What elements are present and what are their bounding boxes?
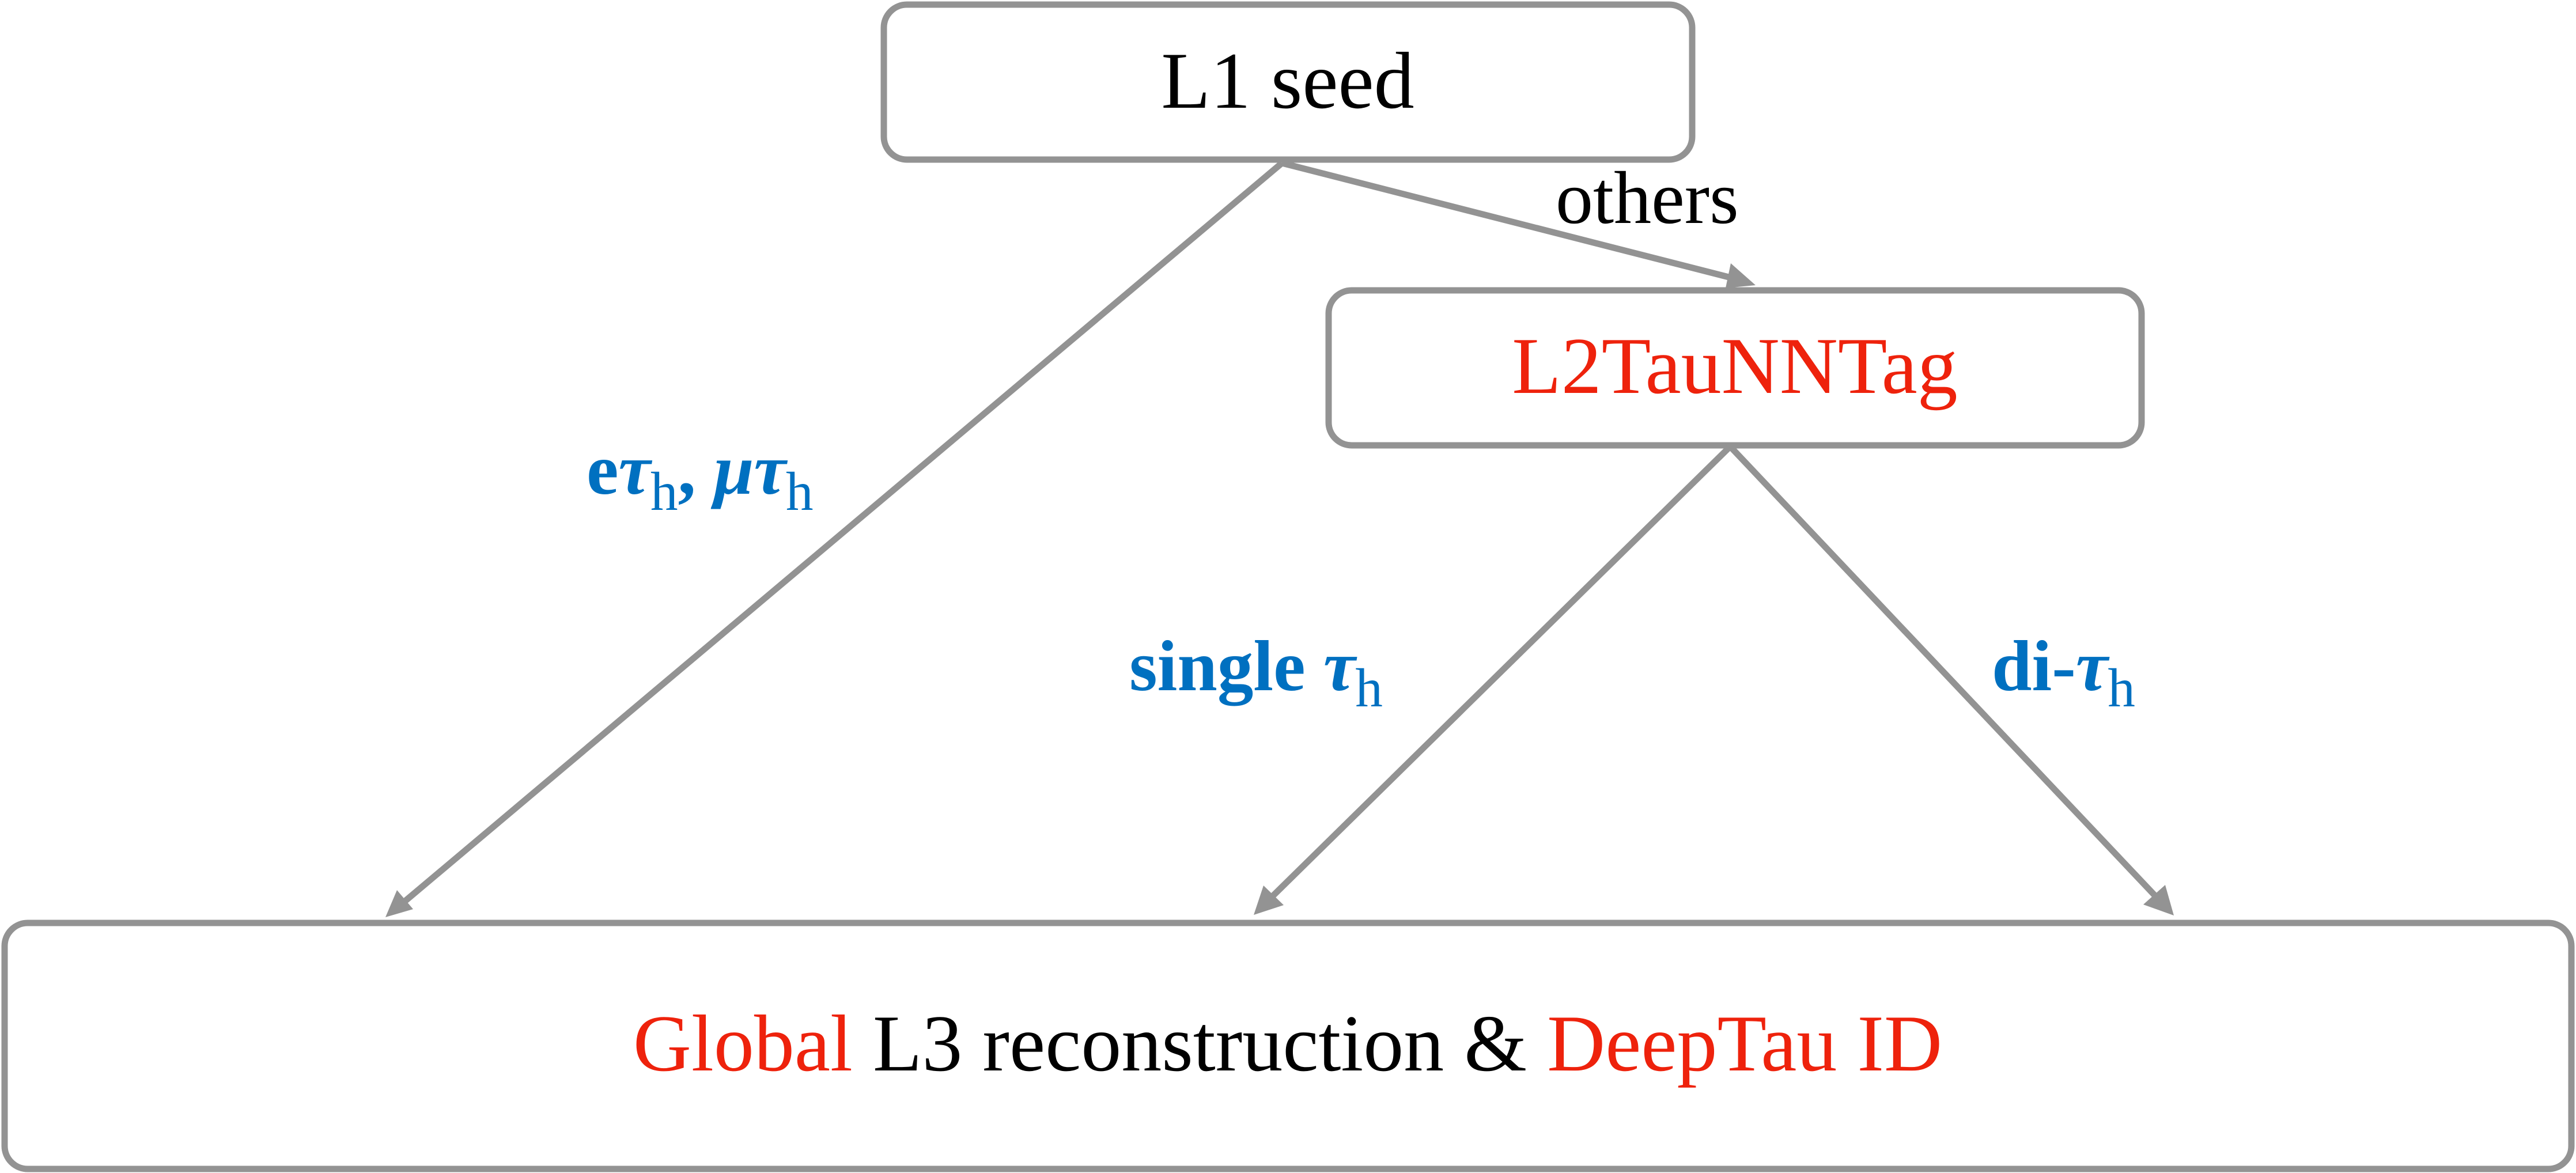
tau-symbol: τ <box>618 430 652 510</box>
tau-subscript: h <box>2108 657 2135 718</box>
l3-label-deeptau: DeepTau ID <box>1547 999 1942 1088</box>
edge-l1-to-l2 <box>1281 160 1741 283</box>
l3-label: Global L3 reconstruction & DeepTau ID <box>633 999 1942 1088</box>
tau-subscript: h <box>650 461 678 522</box>
arrowhead-l1-to-l2 <box>1726 263 1756 288</box>
l3-label-global: Global <box>633 999 853 1088</box>
arrowhead-l1-to-l3 <box>385 890 413 917</box>
single-prefix: single <box>1129 627 1323 706</box>
l1-seed-label: L1 seed <box>1161 36 1414 126</box>
arrowhead-l2-to-l3-single <box>1254 886 1284 915</box>
l2-tau-nn-tag-box <box>1325 287 2145 449</box>
l2-tau-nn-tag-label: L2TauNNTag <box>1512 321 1958 411</box>
lepton-e: e <box>587 430 618 510</box>
l3-reconstruction-box <box>1 920 2575 1172</box>
tau-subscript: h <box>1355 657 1383 718</box>
edge-l1-to-l3 <box>395 160 1284 910</box>
edge-label-lepton-tau: eτh, μτh <box>587 430 813 522</box>
tau-symbol: τ <box>754 430 788 510</box>
tau-subscript: h <box>786 461 814 522</box>
edge-l2-to-l3-di <box>1728 444 2165 906</box>
edge-label-di-tau: di-τh <box>1992 627 2135 718</box>
di-prefix: di- <box>1992 627 2076 706</box>
edge-l2-to-l3-single <box>1263 444 1733 906</box>
l3-label-middle: L3 reconstruction & <box>853 999 1547 1088</box>
arrowhead-l2-to-l3-di <box>2143 885 2174 915</box>
l1-seed-box <box>880 1 1696 163</box>
edge-label-single-tau: single τh <box>1129 627 1383 718</box>
tau-symbol: τ <box>1323 627 1357 706</box>
lepton-mu: μ <box>710 430 754 510</box>
edge-label-others: others <box>1556 157 1739 240</box>
separator: , <box>678 430 714 510</box>
tau-symbol: τ <box>2076 627 2110 706</box>
